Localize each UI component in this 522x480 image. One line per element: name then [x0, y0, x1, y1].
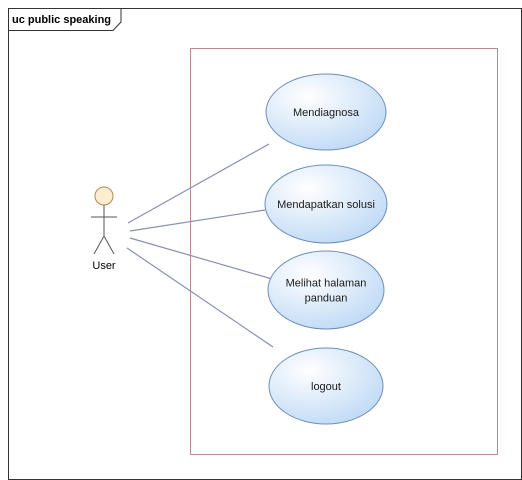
use-case-ellipse [267, 250, 385, 330]
frame-border [8, 8, 522, 480]
actor-left-leg [93, 235, 105, 255]
actor-user[interactable]: User [91, 186, 117, 272]
frame-title-tab [8, 8, 122, 31]
actor-right-leg [103, 235, 115, 255]
use-case-melihat-halaman-panduan[interactable]: Melihat halaman panduan [267, 250, 385, 330]
system-boundary [190, 48, 498, 455]
use-case-label: Mendapatkan solusi [277, 199, 375, 211]
use-case-ellipse [268, 347, 384, 425]
use-case-label: panduan [305, 293, 348, 305]
association-line-melihat-halaman-panduan [129, 237, 273, 280]
association-line-mendiagnosa [127, 143, 270, 224]
diagram-frame: uc public speaking [8, 8, 522, 480]
association-line-mendapatkan-solusi [129, 209, 266, 232]
use-case-mendiagnosa[interactable]: Mendiagnosa [265, 73, 387, 151]
use-case-ellipse [264, 164, 388, 244]
use-case-logout[interactable]: logout [268, 347, 384, 425]
use-case-label: logout [311, 381, 341, 393]
association-line-logout [126, 247, 274, 348]
stick-figure-actor-icon [91, 186, 117, 255]
use-case-label: Mendiagnosa [293, 107, 360, 119]
associations [126, 143, 274, 348]
use-case-label: Melihat halaman [286, 278, 367, 290]
actor-head [94, 186, 114, 206]
actor-label: User [92, 260, 116, 272]
use-case-mendapatkan-solusi[interactable]: Mendapatkan solusi [264, 164, 388, 244]
frame-title: uc public speaking [12, 14, 111, 26]
use-case-ellipse [265, 73, 387, 151]
